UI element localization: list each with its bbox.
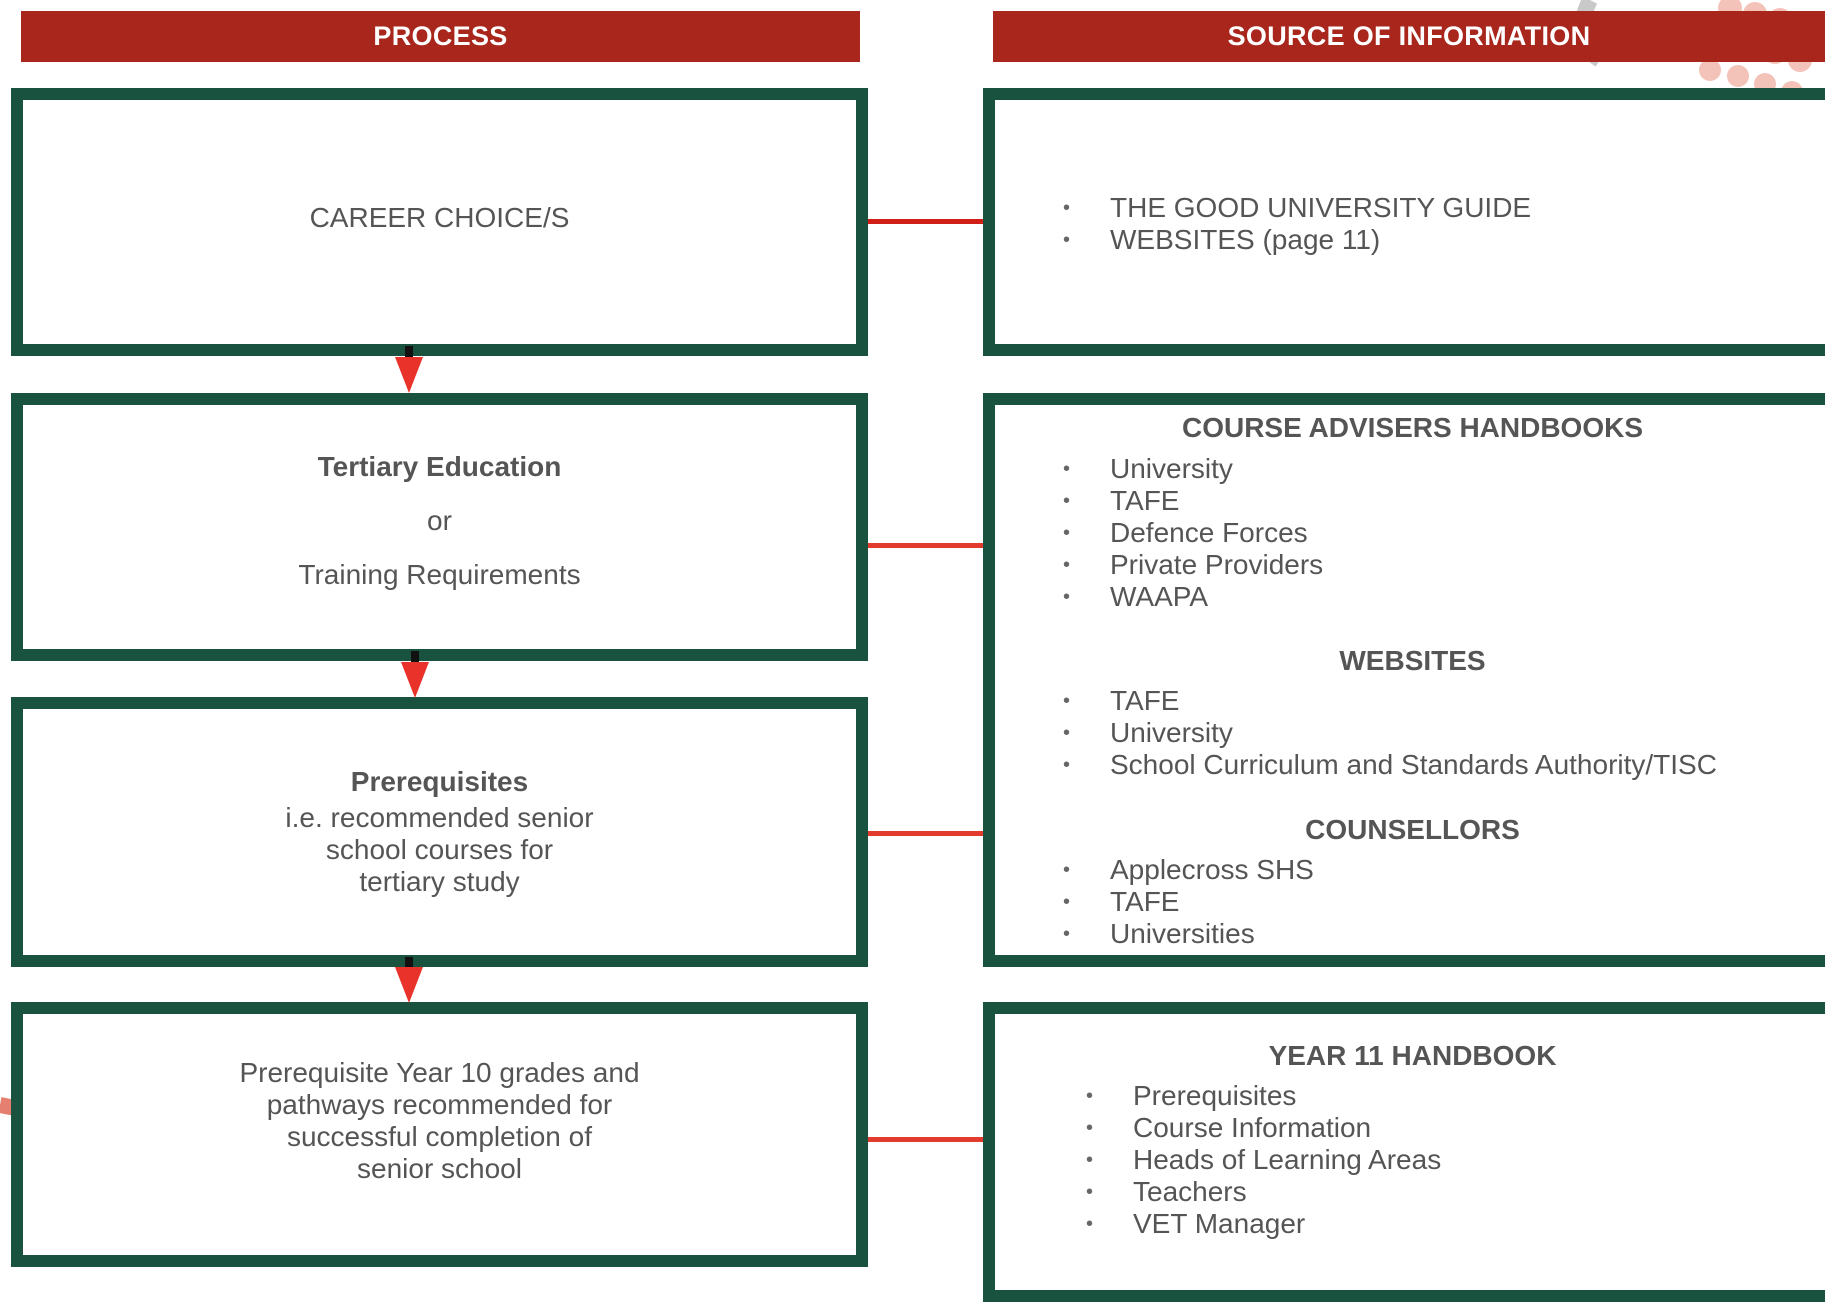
prerequisites-line-3: tertiary study xyxy=(359,866,520,897)
course-advisers-handbooks-heading: COURSE ADVISERS HANDBOOKS xyxy=(1181,412,1643,443)
list-item: •Prerequisites xyxy=(1086,1080,1297,1111)
list-item: •WEBSITES (page 11) xyxy=(1063,224,1381,255)
list-item: •Heads of Learning Areas xyxy=(1086,1144,1442,1175)
arrow-stem-3 xyxy=(405,957,413,969)
year11-handbook-list: •Prerequisites •Course Information •Head… xyxy=(1086,1080,1442,1240)
process-box-tertiary-education: Tertiary Education or Training Requireme… xyxy=(11,393,868,661)
down-arrow-icon-2 xyxy=(401,662,429,698)
websites-heading: WEBSITES xyxy=(1339,645,1486,676)
down-arrow-icon-1 xyxy=(395,357,423,393)
list-item: •WAAPA xyxy=(1063,581,1209,612)
list-item: •Private Providers xyxy=(1063,549,1324,580)
process-header: PROCESS xyxy=(21,11,860,62)
training-requirements-text: Training Requirements xyxy=(298,559,581,590)
prerequisites-line-1: i.e. recommended senior xyxy=(285,802,594,833)
process-box-year10-grades: Prerequisite Year 10 grades and pathways… xyxy=(11,1002,868,1267)
year10-line-3: successful completion of xyxy=(286,1120,593,1152)
list-item: •THE GOOD UNIVERSITY GUIDE xyxy=(1063,192,1532,223)
list-item: •TAFE xyxy=(1063,685,1180,716)
tertiary-or-text: or xyxy=(427,505,452,536)
year10-text-block: Prerequisite Year 10 grades and pathways… xyxy=(239,1057,639,1185)
connector-line-1 xyxy=(868,219,983,224)
source-box-guides xyxy=(983,88,1825,356)
career-choice-text: CAREER CHOICE/S xyxy=(309,202,570,233)
list-item: •Applecross SHS xyxy=(1063,854,1314,885)
arrow-stem-1 xyxy=(405,346,413,358)
list-item: •Teachers xyxy=(1086,1176,1247,1207)
prerequisites-title: Prerequisites xyxy=(350,766,529,797)
process-box-career-choice: CAREER CHOICE/S xyxy=(11,88,868,356)
down-arrow-icon-3 xyxy=(395,967,423,1003)
websites-list: •TAFE •University •School Curriculum and… xyxy=(1063,685,1717,781)
list-item: •VET Manager xyxy=(1086,1208,1306,1239)
list-item: •Universities xyxy=(1063,918,1255,949)
list-item: •University xyxy=(1063,717,1233,748)
guides-list: •THE GOOD UNIVERSITY GUIDE •WEBSITES (pa… xyxy=(1063,192,1532,256)
source-box-handbooks-websites-counsellors xyxy=(983,393,1825,967)
year10-line-1: Prerequisite Year 10 grades and xyxy=(239,1056,640,1088)
counsellors-heading: COUNSELLORS xyxy=(1305,814,1520,845)
list-item: •Course Information xyxy=(1086,1112,1372,1143)
connector-line-3 xyxy=(868,831,983,836)
arrow-stem-2 xyxy=(411,651,419,663)
list-item: •TAFE xyxy=(1063,886,1180,917)
year10-line-2: pathways recommended for xyxy=(266,1088,613,1120)
process-box-prerequisites: Prerequisites i.e. recommended senior sc… xyxy=(11,697,868,967)
list-item: •Defence Forces xyxy=(1063,517,1308,548)
course-advisers-list: •University •TAFE •Defence Forces •Priva… xyxy=(1063,453,1324,613)
list-item: •School Curriculum and Standards Authori… xyxy=(1063,749,1717,780)
year10-line-4: senior school xyxy=(357,1152,522,1184)
list-item: •TAFE xyxy=(1063,485,1180,516)
list-item: •University xyxy=(1063,453,1233,484)
counsellors-list: •Applecross SHS •TAFE •Universities xyxy=(1063,854,1314,950)
tertiary-education-title: Tertiary Education xyxy=(317,451,562,482)
connector-line-2 xyxy=(868,543,983,548)
source-of-information-header: SOURCE OF INFORMATION xyxy=(993,11,1825,62)
connector-line-4 xyxy=(868,1137,983,1142)
year11-handbook-heading: YEAR 11 HANDBOOK xyxy=(1268,1040,1557,1071)
prerequisites-line-2: school courses for xyxy=(325,834,554,865)
